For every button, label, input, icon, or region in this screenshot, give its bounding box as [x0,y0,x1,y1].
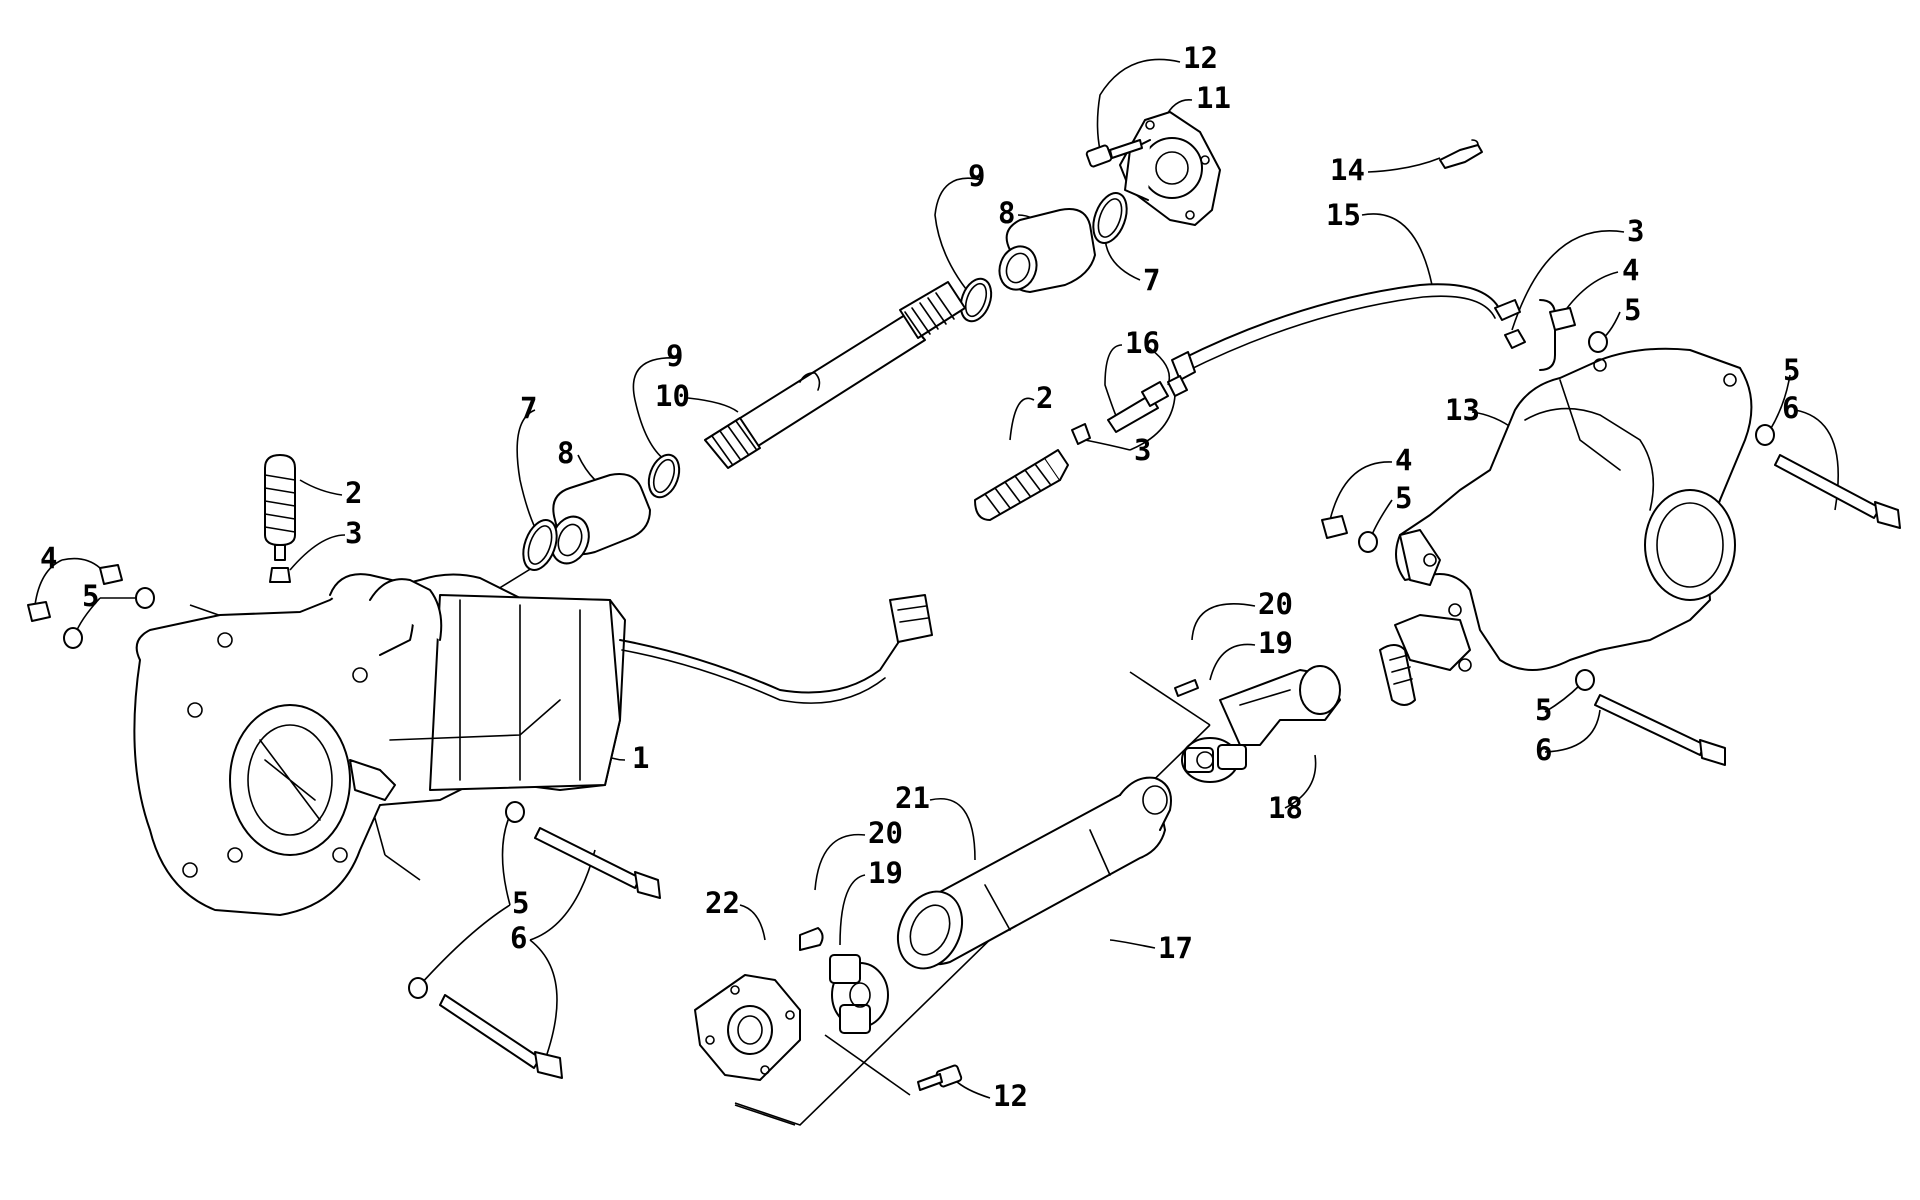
spring-2-left [264,454,296,561]
pin-14 [1439,139,1483,169]
boot-8-middle [550,473,651,565]
ring-7-top [1092,192,1128,244]
callout-19-right: 19 [1258,626,1293,660]
callout-21: 21 [895,781,930,815]
callout-3-right: 3 [1627,214,1644,248]
adjuster-16 [1107,381,1169,433]
callout-2-right: 2 [1036,381,1053,415]
callout-14: 14 [1330,153,1365,187]
washer-5-group [63,331,1775,999]
callout-9-top: 9 [968,159,985,193]
callout-11: 11 [1196,81,1231,115]
shaft-10 [704,281,966,469]
callout-6-lowleft: 6 [510,921,527,955]
callout-4-right: 4 [1622,253,1639,287]
callout-5-mid: 5 [1395,481,1412,515]
callout-18: 18 [1268,791,1303,825]
ring-9-middle [647,453,681,499]
callout-20-right: 20 [1258,587,1293,621]
bolt-12-lower [917,1064,963,1091]
callout-6-far: 6 [1782,391,1799,425]
ujoint-19-lower [829,954,889,1034]
driveshaft-tube-21 [896,776,1172,970]
callout-1: 1 [632,741,649,775]
callout-7-top: 7 [1143,263,1160,297]
callout-labels: 12 11 9 8 7 14 15 3 4 5 9 10 16 2 7 8 3 … [40,41,1800,1113]
nut-4-group [27,307,1576,622]
wiring-connector [619,594,933,704]
nut-3-right [1071,329,1526,445]
callout-4-mid: 4 [1395,443,1412,477]
ujoint-19-right [1181,737,1247,783]
callout-17: 17 [1158,931,1193,965]
callout-6-lowright: 6 [1535,733,1552,767]
cable-15 [1171,283,1521,381]
callout-5-left: 5 [82,579,99,613]
callout-19-lower: 19 [868,856,903,890]
callout-4-left: 4 [40,541,57,575]
callout-22: 22 [705,886,740,920]
callout-12-top: 12 [1183,41,1218,75]
boot-8-top [998,208,1096,293]
callout-5-lowright: 5 [1535,693,1552,727]
callout-3-left: 3 [345,516,362,550]
callout-8-top: 8 [998,196,1015,230]
callout-20-lower: 20 [868,816,903,850]
callout-5-lowleft: 5 [512,886,529,920]
callout-8-mid: 8 [557,436,574,470]
front-gearcase-1 [133,573,626,916]
bolt-6-group [439,454,1901,1079]
callout-9-mid: 9 [666,339,683,373]
callout-13: 13 [1445,393,1480,427]
spring-2-right [974,449,1069,521]
rear-gearcase-13 [1379,299,1753,706]
callout-16: 16 [1125,326,1160,360]
callout-12-lower: 12 [993,1079,1028,1113]
callout-5-right: 5 [1624,293,1641,327]
callout-5-far: 5 [1783,353,1800,387]
callout-10: 10 [655,379,690,413]
callout-3-mid: 3 [1134,433,1151,467]
callout-7-mid: 7 [520,391,537,425]
ring-7-middle [522,519,558,571]
callout-2-left: 2 [345,476,362,510]
callout-15: 15 [1326,198,1361,232]
yoke-18 [1219,665,1341,746]
bolt-12-top [1085,139,1143,168]
bearing-housing-11 [1119,111,1221,226]
pin-20-group [799,679,1199,951]
ring-9-top [959,277,993,323]
flange-22 [694,974,801,1081]
nut-3-left [269,567,291,583]
